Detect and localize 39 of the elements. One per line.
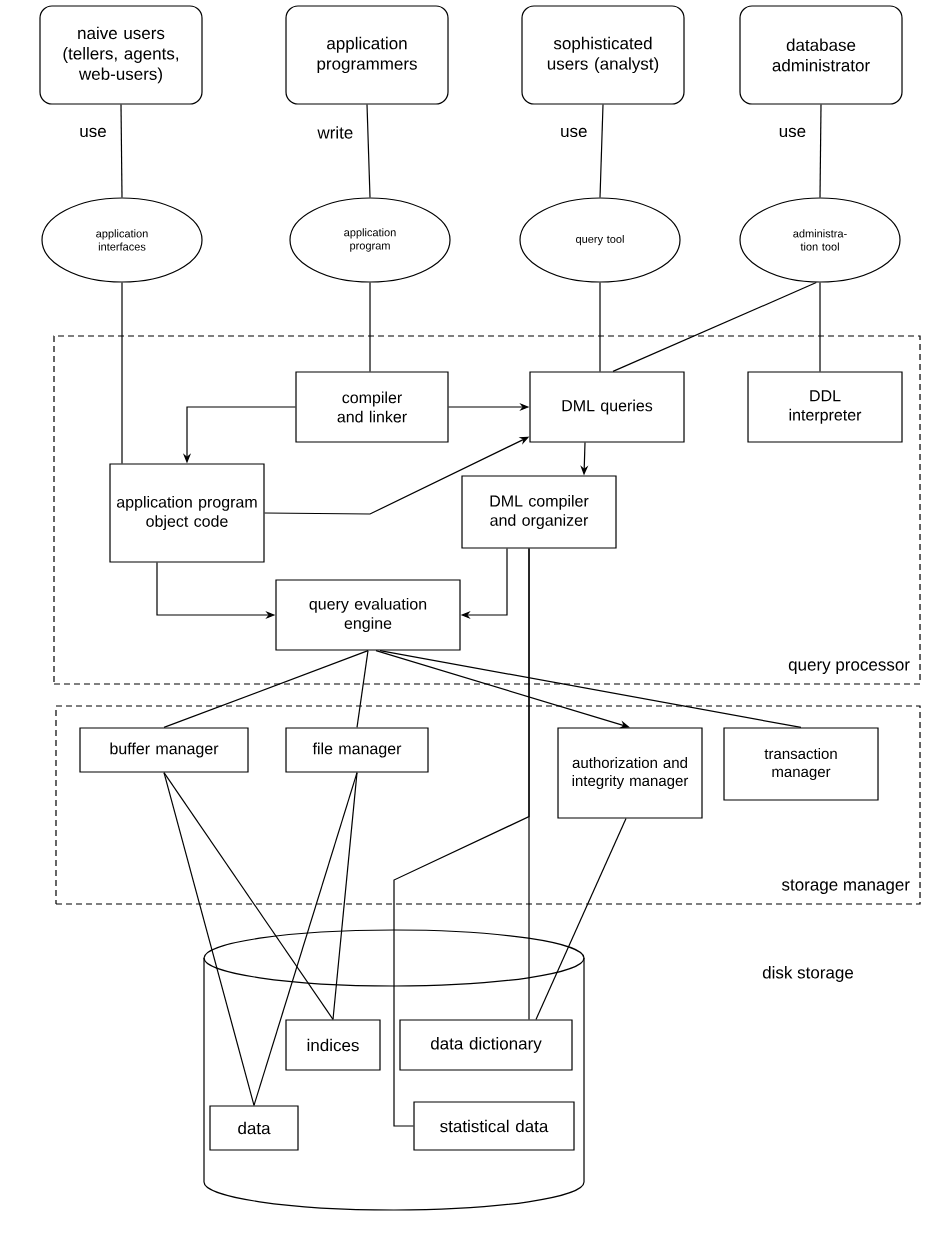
disk-cylinder xyxy=(203,929,585,1211)
connector xyxy=(599,282,601,372)
edge-label: use xyxy=(776,125,809,140)
connector xyxy=(366,104,371,198)
connector xyxy=(332,772,358,1020)
connector xyxy=(393,548,530,1127)
process-box: DDL interpreter xyxy=(747,371,903,443)
connector xyxy=(253,772,358,1106)
process-box: data xyxy=(209,1105,299,1151)
user-box: sophisticated users (analyst) xyxy=(521,5,685,105)
user-box: database administrator xyxy=(739,5,903,105)
process-box: buffer manager xyxy=(79,727,249,773)
edge-label: use xyxy=(77,125,109,140)
connector xyxy=(375,650,630,729)
edge-label: write xyxy=(315,124,356,141)
connector xyxy=(120,104,123,198)
process-box: DML compiler and organizer xyxy=(461,475,617,549)
connector xyxy=(612,281,817,372)
process-box: application program object code xyxy=(109,463,265,563)
process-box: indices xyxy=(285,1019,381,1071)
user-box: application programmers xyxy=(285,5,449,105)
process-box: compiler and linker xyxy=(295,371,449,443)
connector xyxy=(356,650,369,728)
process-box: data dictionary xyxy=(399,1019,573,1071)
process-box: query evaluation engine xyxy=(275,579,461,651)
connector xyxy=(163,772,255,1106)
connector xyxy=(819,282,821,372)
region-label: disk storage xyxy=(762,966,854,982)
connector xyxy=(369,282,371,372)
connector xyxy=(819,104,822,198)
edge-label: use xyxy=(558,125,590,140)
connector xyxy=(535,818,627,1020)
connector xyxy=(599,104,604,198)
process-box: DML queries xyxy=(529,371,685,443)
process-box: statistical data xyxy=(413,1101,575,1151)
user-box: naive users (tellers, agents, web-users) xyxy=(39,5,203,105)
connector xyxy=(163,772,334,1020)
connector xyxy=(121,282,123,464)
process-box: file manager xyxy=(285,727,429,773)
